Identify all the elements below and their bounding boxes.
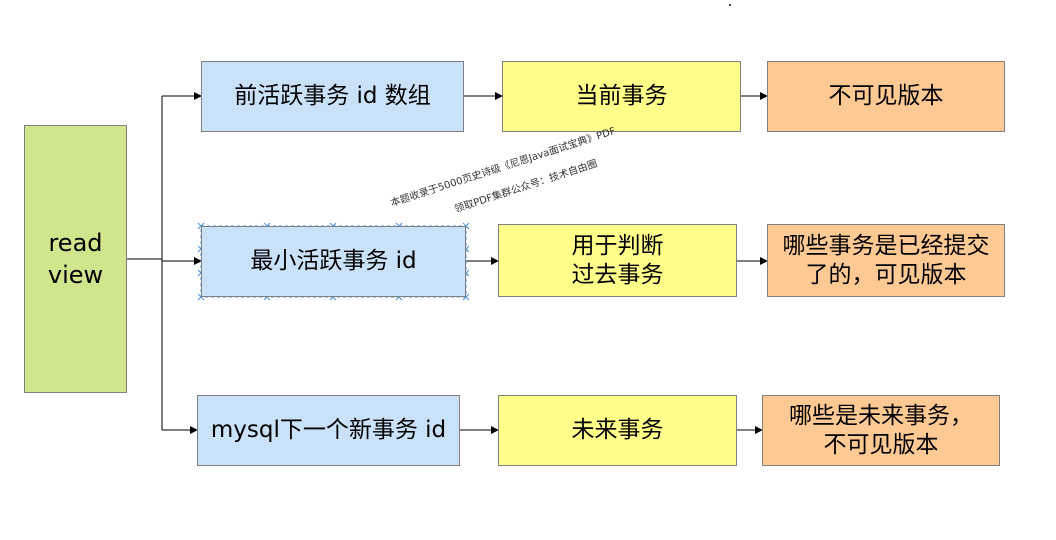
field-box-min-active-id: 最小活跃事务 id [201,226,466,297]
result-box-invisible: 不可见版本 [767,61,1005,132]
meaning-box-past-tx: 用于判断 过去事务 [498,224,737,297]
meaning-box-future-tx: 未来事务 [498,395,737,466]
result-box-future-invisible: 哪些是未来事务， 不可见版本 [762,395,1000,466]
result-box-committed-visible: 哪些事务是已经提交 了的，可见版本 [767,224,1005,297]
field-box-active-ids: 前活跃事务 id 数组 [201,61,464,132]
meaning-box-current-tx: 当前事务 [502,61,741,132]
stray-dot [729,4,731,6]
read-view-box: read view [24,125,127,393]
field-box-next-tx-id: mysql下一个新事务 id [197,395,460,466]
